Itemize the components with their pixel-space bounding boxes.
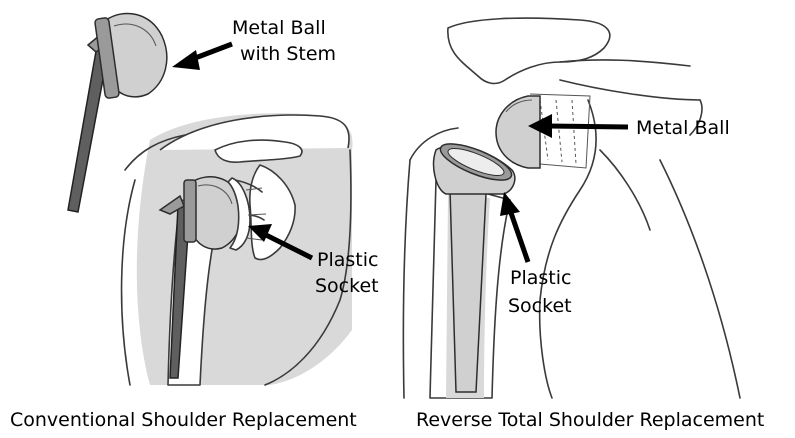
- reverse-panel: Metal Ball Plastic Socket Reverse Total …: [403, 18, 764, 431]
- label-conventional-socket-line2: Socket: [315, 275, 379, 297]
- arrow-to-reverse-metal-ball: [528, 114, 628, 138]
- label-metal-ball-with-stem-line1: Metal Ball: [232, 17, 326, 39]
- caption-conventional: Conventional Shoulder Replacement: [10, 409, 357, 431]
- label-conventional-plastic-line1: Plastic: [317, 249, 378, 271]
- conventional-panel: Metal Ball with Stem Plastic Socket Conv…: [10, 13, 379, 431]
- label-reverse-socket-line2: Socket: [508, 295, 572, 317]
- label-reverse-plastic-line1: Plastic: [510, 267, 571, 289]
- label-metal-ball-with-stem-line2: with Stem: [240, 43, 336, 65]
- arrow-to-metal-ball-with-stem: [172, 44, 232, 70]
- label-reverse-metal-ball: Metal Ball: [636, 117, 730, 139]
- reverse-metal-ball: [496, 96, 540, 168]
- caption-reverse: Reverse Total Shoulder Replacement: [416, 409, 764, 431]
- reverse-humerus: [430, 180, 510, 398]
